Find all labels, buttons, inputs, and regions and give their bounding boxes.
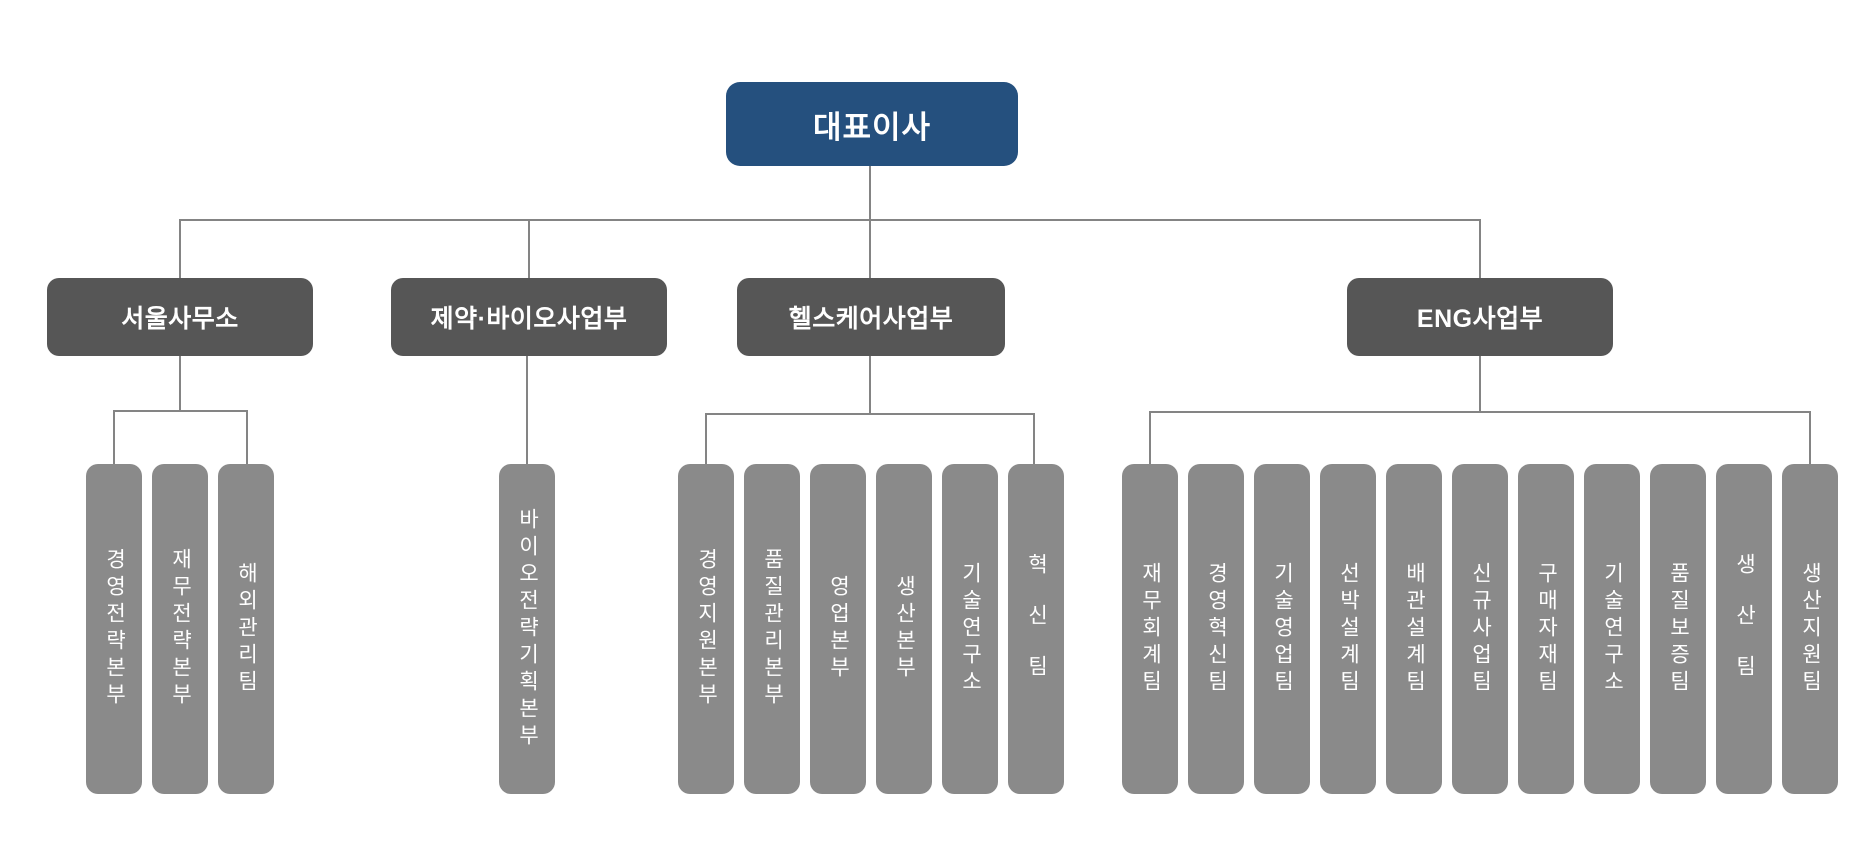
department-label: 재무전략본부 [169,548,192,710]
org-node-department: 바이오전략기획본부 [499,464,555,794]
department-label: 생산본부 [893,575,916,683]
department-label: 경영전략본부 [103,548,126,710]
connector-line [1479,219,1481,278]
org-node-division-healthcare: 헬스케어사업부 [737,278,1005,356]
org-node-department: 신규사업팀 [1452,464,1508,794]
department-group-seoul-office: 경영전략본부 재무전략본부 해외관리팀 [86,464,274,794]
connector-line [705,413,1035,415]
department-label: 경영지원본부 [695,548,718,710]
connector-line [246,410,248,464]
connector-line [526,356,528,466]
org-node-department: 혁신팀 [1008,464,1064,794]
connector-line [1479,356,1481,412]
department-label: 기술연구소 [959,561,982,697]
connector-line [113,410,115,464]
org-node-department: 생산본부 [876,464,932,794]
connector-line [179,356,181,412]
org-node-department: 구매자재팀 [1518,464,1574,794]
department-label: 품질관리본부 [761,548,784,710]
division-label: 서울사무소 [121,305,239,333]
department-group-healthcare: 경영지원본부 품질관리본부 영업본부 생산본부 기술연구소 혁신팀 [678,464,1064,794]
ceo-label: 대표이사 [812,109,932,145]
connector-line [113,410,248,412]
org-node-department: 생산팀 [1716,464,1772,794]
division-label: ENG사업부 [1416,305,1544,333]
connector-line [1149,411,1811,413]
department-label: 영업본부 [827,575,850,683]
connector-line [179,219,181,278]
connector-line [869,356,871,414]
org-node-department: 생산지원팀 [1782,464,1838,794]
connector-line [1809,411,1811,464]
connector-line [528,219,530,278]
department-label: 생산팀 [1733,552,1756,706]
org-node-department: 선박설계팀 [1320,464,1376,794]
org-node-department: 경영전략본부 [86,464,142,794]
org-node-division-seoul-office: 서울사무소 [47,278,313,356]
department-label: 생산지원팀 [1799,561,1822,697]
org-node-department: 품질보증팀 [1650,464,1706,794]
org-node-department: 영업본부 [810,464,866,794]
department-label: 혁신팀 [1025,552,1048,706]
connector-line [1149,411,1151,464]
department-group-eng: 재무회계팀 경영혁신팀 기술영업팀 선박설계팀 배관설계팀 신규사업팀 구매자재팀 기술연구소… [1122,464,1838,794]
org-node-department: 재무회계팀 [1122,464,1178,794]
division-label: 제약·바이오사업부 [430,305,628,333]
org-node-department: 해외관리팀 [218,464,274,794]
org-node-department: 기술영업팀 [1254,464,1310,794]
org-node-division-pharma-bio: 제약·바이오사업부 [391,278,667,356]
department-label: 선박설계팀 [1337,561,1360,697]
department-label: 경영혁신팀 [1205,561,1228,697]
org-node-department: 재무전략본부 [152,464,208,794]
org-node-department: 경영혁신팀 [1188,464,1244,794]
org-node-department: 기술연구소 [1584,464,1640,794]
department-label: 기술연구소 [1601,561,1624,697]
department-label: 해외관리팀 [235,561,258,697]
department-label: 신규사업팀 [1469,561,1492,697]
connector-line [1033,413,1035,464]
department-label: 바이오전략기획본부 [516,507,539,751]
department-label: 품질보증팀 [1667,561,1690,697]
org-node-ceo: 대표이사 [726,82,1018,166]
connector-line [869,166,871,278]
division-label: 헬스케어사업부 [788,305,954,333]
org-node-division-eng: ENG사업부 [1347,278,1613,356]
department-label: 배관설계팀 [1403,561,1426,697]
connector-line [179,219,1481,221]
org-node-department: 배관설계팀 [1386,464,1442,794]
department-group-pharma-bio: 바이오전략기획본부 [499,464,555,794]
department-label: 구매자재팀 [1535,561,1558,697]
org-node-department: 기술연구소 [942,464,998,794]
connector-line [705,413,707,464]
department-label: 기술영업팀 [1271,561,1294,697]
department-label: 재무회계팀 [1139,561,1162,697]
org-node-department: 경영지원본부 [678,464,734,794]
org-node-department: 품질관리본부 [744,464,800,794]
